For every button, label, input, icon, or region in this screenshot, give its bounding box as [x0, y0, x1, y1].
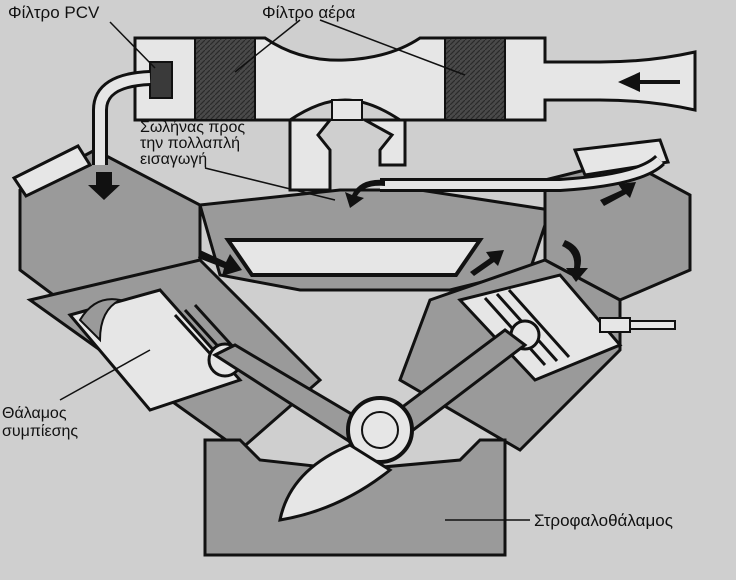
flow-arrow-down-right-icon — [198, 250, 242, 276]
flow-arrow-up-head-icon — [600, 182, 636, 206]
air-filter-element-right — [444, 37, 506, 121]
label-intake-hose-3: εισαγωγή — [140, 151, 207, 168]
air-filter-element-left — [194, 37, 256, 121]
label-pcv-filter: Φίλτρο PCV — [8, 3, 100, 22]
pcv-filter-element — [149, 61, 173, 99]
leader-lines — [59, 19, 530, 521]
breather-tubes — [92, 70, 665, 192]
crankshaft-assembly — [211, 328, 528, 522]
label-crankcase: Στροφαλοθάλαμος — [534, 511, 673, 530]
label-combustion-chamber-1: Θάλαμος — [2, 405, 67, 422]
flow-arrow-down-left-icon — [88, 172, 120, 200]
label-intake-hose-2: την πολλαπλή — [140, 135, 240, 152]
flow-arrow-curve-left-icon — [345, 179, 385, 208]
spark-plug — [599, 317, 676, 333]
flow-arrow-up-right-icon — [470, 250, 504, 276]
flow-arrow-curve-down-icon — [562, 240, 588, 282]
label-air-filter: Φίλτρο αέρα — [262, 3, 355, 22]
label-intake-hose-1: Σωλήνας προς — [140, 119, 245, 136]
flow-arrows — [88, 172, 636, 282]
throttle-body — [288, 99, 407, 192]
label-combustion-chamber-2: συμπίεσης — [2, 423, 78, 440]
right-piston — [457, 273, 623, 382]
fresh-air-arrow-icon — [618, 72, 680, 92]
air-cleaner-housing — [133, 36, 697, 122]
